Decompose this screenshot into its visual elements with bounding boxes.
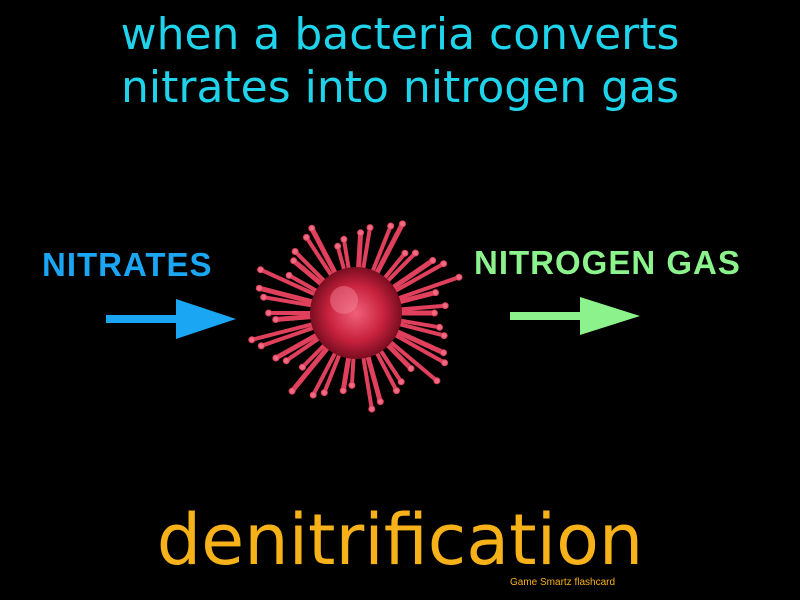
nitrogen-gas-label: NITROGEN GAS (474, 244, 741, 281)
right-arrow-icon (106, 299, 236, 339)
nitrates-label: NITRATES (42, 246, 213, 283)
definition-text: when a bacteria converts nitrates into n… (0, 8, 800, 114)
definition-line-1: when a bacteria converts (120, 9, 680, 60)
term-title: denitrification (156, 499, 644, 581)
right-arrow-icon (510, 297, 640, 335)
bacterium-icon (248, 220, 463, 413)
definition-line-2: nitrates into nitrogen gas (120, 62, 679, 113)
credit-text: Game Smartz flashcard (510, 577, 616, 588)
